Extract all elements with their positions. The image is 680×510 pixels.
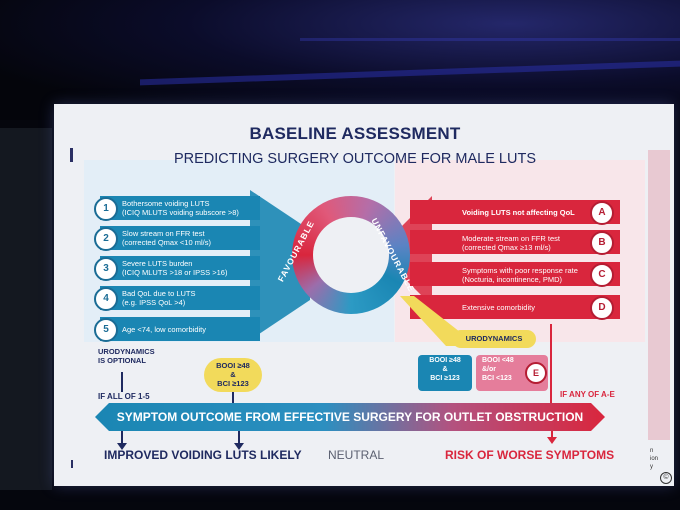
unfavourable-criterion-b: Moderate stream on FFR test(corrected Qm… bbox=[410, 230, 620, 255]
side-fragment-1: n bbox=[650, 448, 654, 454]
slide-left-bar bbox=[70, 148, 73, 162]
criterion-e-circle: E bbox=[525, 362, 547, 384]
criterion-text: Severe LUTS burden(ICIQ MLUTS >18 or IPS… bbox=[122, 259, 228, 277]
arrow-head-improved bbox=[117, 443, 127, 450]
arrow-head-booi bbox=[234, 443, 244, 450]
unfavourable-criterion-c: Symptoms with poor response rate(Nocturi… bbox=[410, 262, 620, 287]
slide-title: BASELINE ASSESSMENT bbox=[249, 124, 461, 143]
outcome-neutral: NEUTRAL bbox=[328, 448, 385, 462]
favourable-criterion-2: 2 Slow stream on FFR test(corrected Qmax… bbox=[94, 226, 260, 251]
if-all-label: IF ALL OF 1-5 bbox=[98, 392, 150, 401]
outcome-banner: SYMPTOM OUTCOME FROM EFFECTIVE SURGERY F… bbox=[95, 403, 605, 431]
criterion-letter: B bbox=[590, 231, 614, 255]
side-fragment-2: ion bbox=[650, 456, 659, 462]
favourable-line-booi bbox=[232, 392, 234, 404]
if-any-label: IF ANY OF A-E bbox=[560, 390, 615, 399]
favourable-line-left bbox=[121, 372, 123, 392]
criterion-text: Slow stream on FFR test(corrected Qmax <… bbox=[122, 229, 211, 247]
criterion-text: Bad QoL due to LUTS(e.g. IPSS QoL >4) bbox=[122, 289, 196, 307]
criterion-letter: A bbox=[590, 201, 614, 225]
side-screen bbox=[0, 128, 52, 490]
stage-truss-upper bbox=[300, 38, 680, 41]
ring-center bbox=[313, 217, 389, 293]
slide-subtitle: PREDICTING SURGERY OUTCOME FOR MALE LUTS bbox=[173, 151, 536, 167]
criterion-text: Moderate stream on FFR test(corrected Qm… bbox=[462, 234, 560, 252]
outcome-improved: IMPROVED VOIDING LUTS LIKELY bbox=[104, 448, 302, 462]
arrow-down-booi bbox=[238, 431, 240, 445]
unfavourable-line bbox=[550, 324, 552, 404]
criterion-text: Symptoms with poor response rate(Nocturi… bbox=[462, 266, 578, 284]
side-fragment-3: y bbox=[650, 464, 653, 470]
criterion-text: Extensive comorbidity bbox=[462, 303, 535, 312]
criterion-letter: D bbox=[590, 296, 614, 320]
booi-favourable-pill: BOOI ≥48&BCI ≥123 bbox=[204, 358, 262, 392]
criterion-text: Age <74, low comorbidity bbox=[122, 325, 207, 334]
arrow-head-worse bbox=[547, 437, 557, 444]
venue-background bbox=[0, 0, 680, 120]
favourable-criterion-3: 3 Severe LUTS burden(ICIQ MLUTS >18 or I… bbox=[94, 256, 260, 281]
criterion-text: Bothersome voiding LUTS(ICIQ MLUTS voidi… bbox=[122, 199, 239, 217]
favourable-criterion-5: 5 Age <74, low comorbidity bbox=[94, 317, 260, 342]
favourable-criterion-4: 4 Bad QoL due to LUTS(e.g. IPSS QoL >4) bbox=[94, 286, 260, 311]
copyright-mark: © bbox=[660, 472, 672, 484]
right-edge-strip bbox=[648, 150, 670, 440]
urodynamics-pill: URODYNAMICS bbox=[452, 330, 536, 348]
criterion-number: 5 bbox=[94, 318, 118, 342]
arrow-down-worse bbox=[551, 431, 553, 439]
criterion-text: Voiding LUTS not affecting QoL bbox=[462, 208, 575, 217]
slide-left-tick bbox=[71, 460, 73, 468]
arrow-down-improved bbox=[121, 431, 123, 445]
criterion-letter: C bbox=[590, 263, 614, 287]
criterion-number: 1 bbox=[94, 197, 118, 221]
outcome-worse: RISK OF WORSE SYMPTOMS bbox=[445, 448, 615, 462]
favourable-funnel bbox=[250, 190, 310, 340]
criterion-number: 3 bbox=[94, 257, 118, 281]
criterion-number: 4 bbox=[94, 287, 118, 311]
criterion-number: 2 bbox=[94, 227, 118, 251]
urodynamics-connector bbox=[400, 296, 460, 346]
favourable-criterion-1: 1 Bothersome voiding LUTS(ICIQ MLUTS voi… bbox=[94, 196, 260, 221]
unfavourable-criterion-a: Voiding LUTS not affecting QoL A bbox=[410, 200, 620, 225]
booi-blue-box: BOOI ≥48&BCI ≥123 bbox=[418, 355, 472, 391]
unfavourable-criterion-d: Extensive comorbidity D bbox=[410, 295, 620, 320]
